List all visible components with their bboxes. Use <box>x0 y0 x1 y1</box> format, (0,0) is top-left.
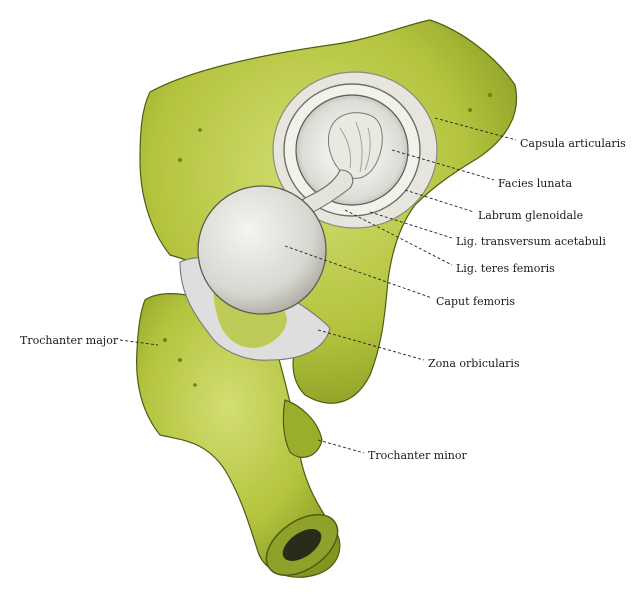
leader-lig-teres <box>344 209 453 266</box>
label-facies-lunata: Facies lunata <box>498 177 572 190</box>
label-trochanter-minor: Trochanter minor <box>368 449 467 462</box>
leader-labrum-glenoidale <box>404 189 475 213</box>
label-trochanter-major: Trochanter major <box>20 334 119 347</box>
trochanter-minor-shape <box>282 399 323 458</box>
label-caput-femoris: Caput femoris <box>436 295 515 308</box>
label-lig-teres-femoris: Lig. teres femoris <box>456 262 555 275</box>
label-lig-transversum-acetabuli: Lig. transversum acetabuli <box>456 235 606 248</box>
fossa-acetabuli <box>327 112 383 179</box>
leader-zona-orbicularis <box>317 329 425 361</box>
marrow-cavity <box>282 529 322 561</box>
leader-lig-transversum <box>369 211 453 239</box>
leader-capsula-articularis <box>434 117 517 141</box>
label-capsula-articularis: Capsula articularis <box>520 137 626 150</box>
leader-trochanter-minor <box>317 439 365 454</box>
femoral-head <box>197 185 327 315</box>
leader-facies-lunata <box>391 149 495 181</box>
leader-trochanter-major <box>119 339 159 346</box>
label-labrum-glenoidale: Labrum glenoidale <box>478 209 583 222</box>
label-zona-orbicularis: Zona orbicularis <box>428 357 520 370</box>
